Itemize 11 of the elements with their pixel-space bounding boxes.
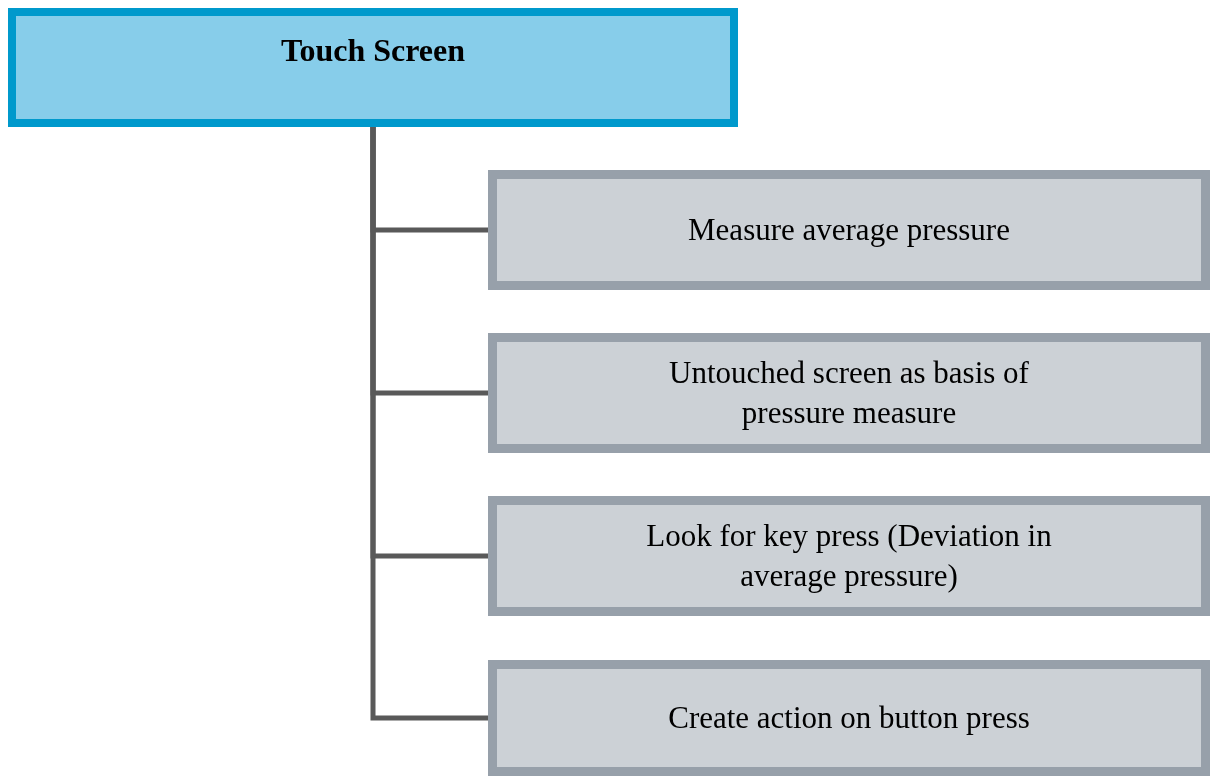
heading-text: Touch Screen [281, 31, 465, 70]
header-box [8, 8, 738, 127]
step-text: Look for key press (Deviation in average pressure) [645, 516, 1053, 595]
step-text: Measure average pressure [688, 210, 1010, 249]
process-box [488, 496, 1210, 616]
step-text: Untouched screen as basis of pressure measure [668, 353, 1030, 432]
step-text: Create action on button press [668, 698, 1030, 737]
process-box [488, 170, 1210, 290]
process-box [488, 660, 1210, 776]
connector-line [370, 127, 488, 721]
process-box [488, 333, 1210, 453]
